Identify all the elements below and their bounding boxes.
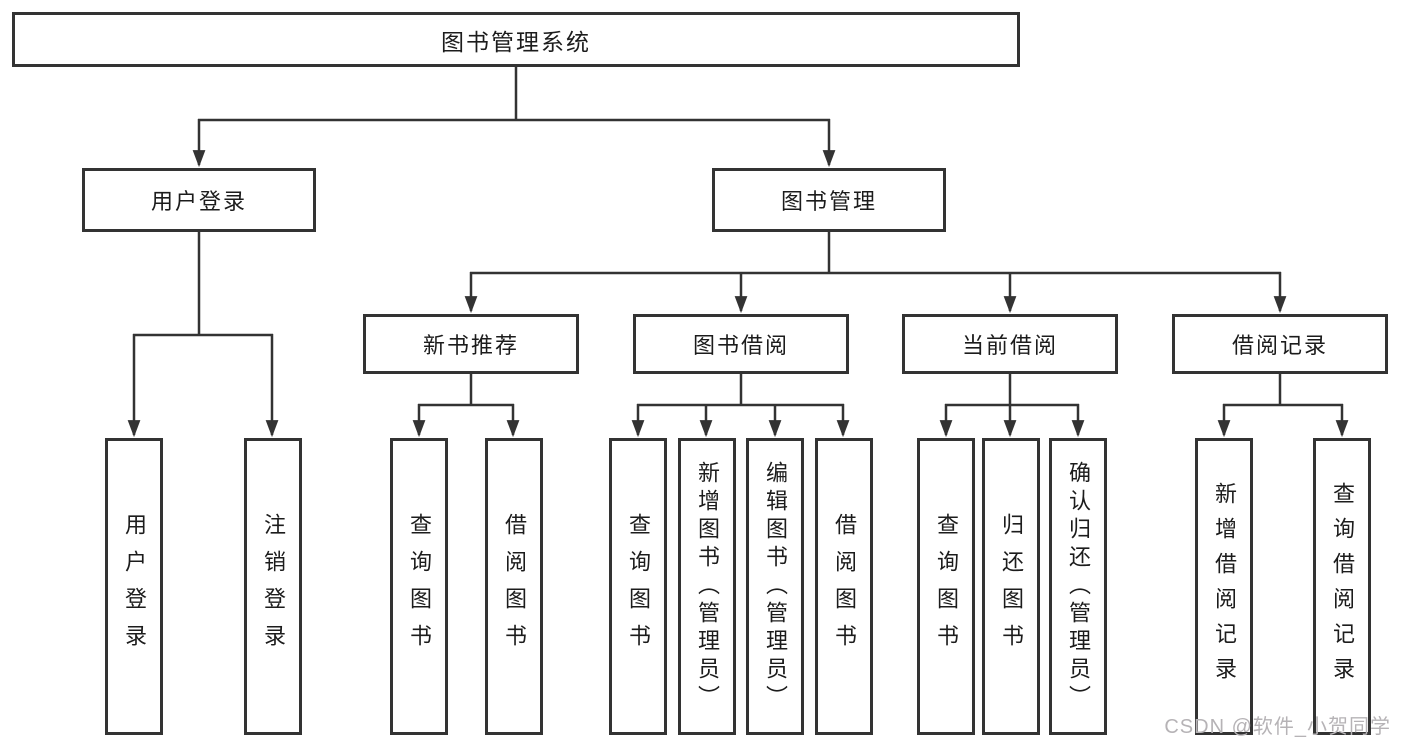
node-book-management: 图书管理 — [712, 168, 946, 232]
leaf-query-books-borrow: 查询图书 — [609, 438, 667, 735]
leaf-query-books-current: 查询图书 — [917, 438, 975, 735]
node-root-library-system: 图书管理系统 — [12, 12, 1020, 67]
leaf-query-books-recommend-label: 查询图书 — [407, 512, 432, 661]
node-user-login-label: 用户登录 — [150, 189, 247, 214]
node-book-management-label: 图书管理 — [780, 189, 877, 214]
node-current-borrow: 当前借阅 — [902, 314, 1118, 374]
leaf-edit-books-admin-label: 编辑图书（管理员） — [763, 460, 788, 713]
leaf-borrow-books-recommend-label: 借阅图书 — [502, 512, 527, 661]
leaf-return-books: 归还图书 — [982, 438, 1040, 735]
node-new-book-recommend-label: 新书推荐 — [422, 333, 519, 358]
node-root-label: 图书管理系统 — [441, 28, 591, 55]
leaf-borrow-books-label: 借阅图书 — [832, 512, 857, 661]
leaf-user-login-label: 用户登录 — [122, 512, 147, 661]
leaf-confirm-return-admin: 确认归还（管理员） — [1049, 438, 1107, 735]
leaf-query-borrow-record: 查询借阅记录 — [1313, 438, 1371, 735]
csdn-watermark: CSDN @软件_小贺同学 — [1164, 716, 1391, 738]
leaf-return-books-label: 归还图书 — [999, 512, 1024, 661]
leaf-user-login: 用户登录 — [105, 438, 163, 735]
leaf-add-books-admin: 新增图书（管理员） — [678, 438, 736, 735]
node-current-borrow-label: 当前借阅 — [961, 333, 1058, 358]
leaf-query-books-recommend: 查询图书 — [390, 438, 448, 735]
leaf-add-borrow-record: 新增借阅记录 — [1195, 438, 1253, 735]
leaf-edit-books-admin: 编辑图书（管理员） — [746, 438, 804, 735]
leaf-query-borrow-record-label: 查询借阅记录 — [1330, 481, 1355, 692]
node-borrow-records: 借阅记录 — [1172, 314, 1388, 374]
leaf-logout-label: 注销登录 — [261, 512, 286, 661]
leaf-logout: 注销登录 — [244, 438, 302, 735]
node-book-borrow-label: 图书借阅 — [692, 333, 789, 358]
node-user-login: 用户登录 — [82, 168, 316, 232]
node-borrow-records-label: 借阅记录 — [1231, 333, 1328, 358]
node-new-book-recommend: 新书推荐 — [363, 314, 579, 374]
node-book-borrow: 图书借阅 — [633, 314, 849, 374]
leaf-query-books-current-label: 查询图书 — [934, 512, 959, 661]
leaf-borrow-books: 借阅图书 — [815, 438, 873, 735]
leaf-query-books-borrow-label: 查询图书 — [626, 512, 651, 661]
leaf-add-books-admin-label: 新增图书（管理员） — [695, 460, 720, 713]
leaf-borrow-books-recommend: 借阅图书 — [485, 438, 543, 735]
leaf-add-borrow-record-label: 新增借阅记录 — [1212, 481, 1237, 692]
leaf-confirm-return-admin-label: 确认归还（管理员） — [1066, 460, 1091, 713]
